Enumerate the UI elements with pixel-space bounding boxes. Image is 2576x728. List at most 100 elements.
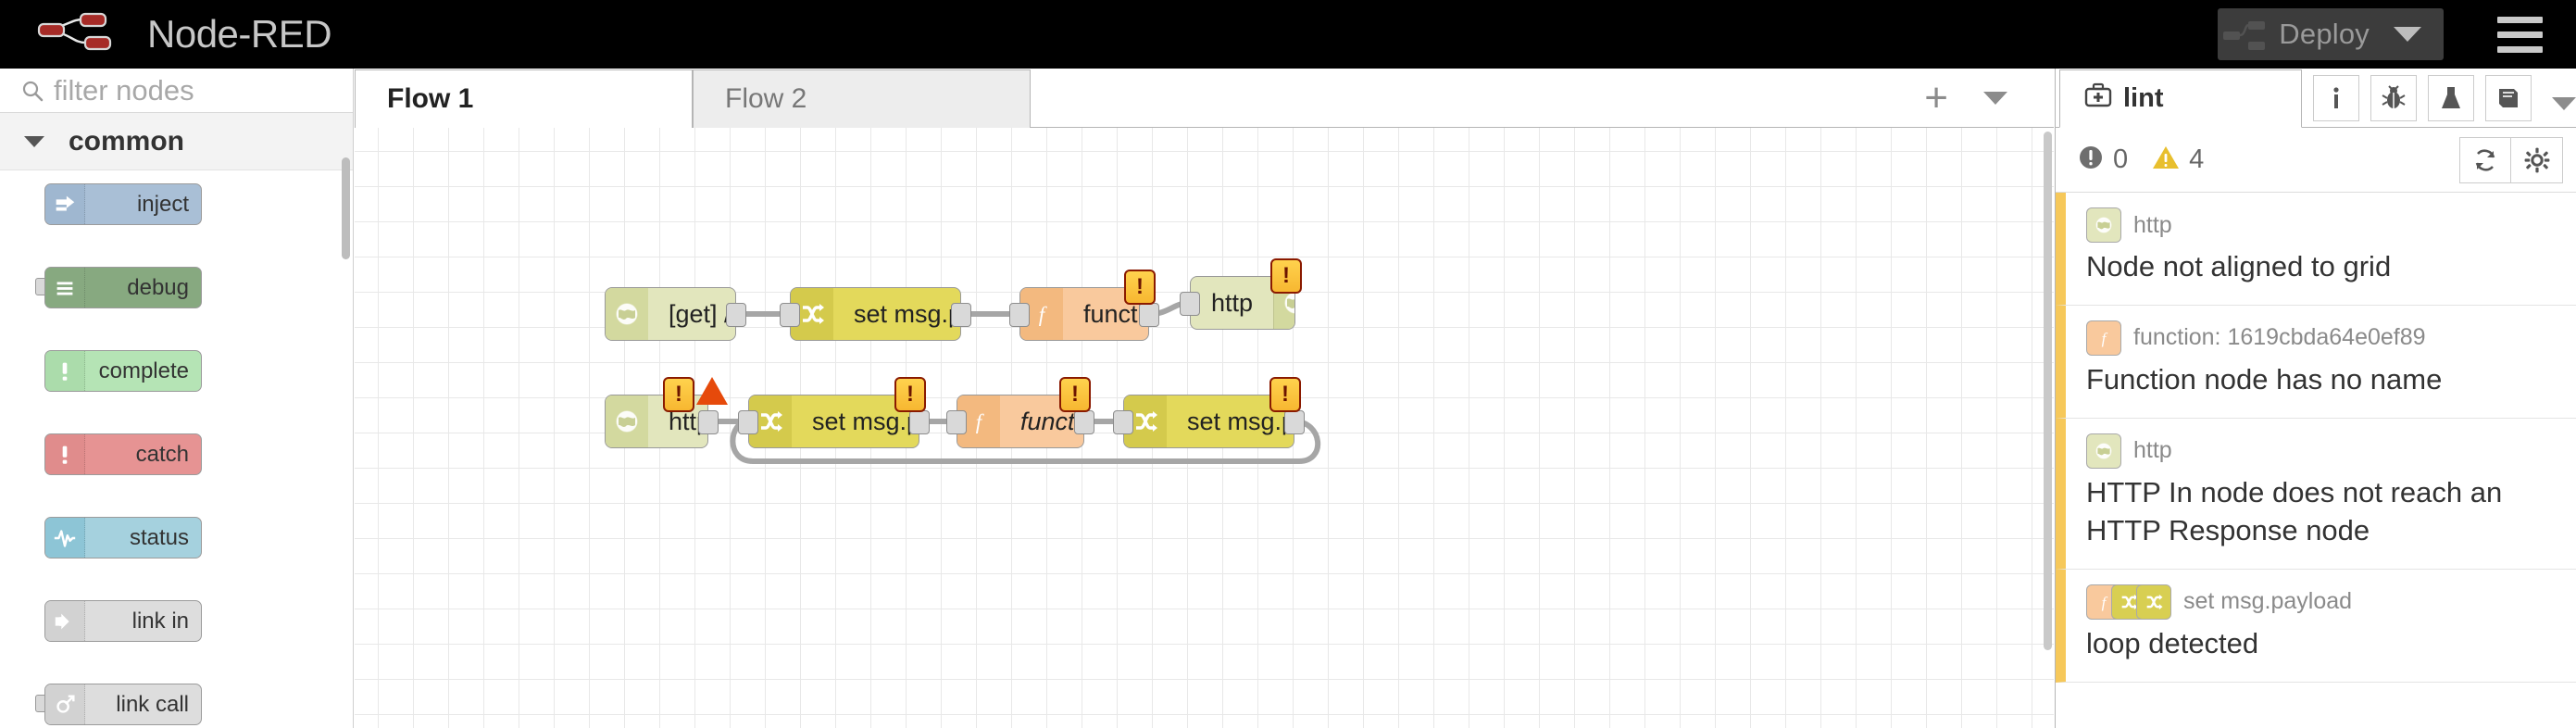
brand-title: Node-RED [147,12,332,56]
node-warning-badge[interactable]: ! [1270,258,1302,294]
lint-item-source: http [2133,437,2172,464]
hamburger-menu-icon[interactable] [2497,16,2543,53]
lint-item-icons [2086,433,2121,469]
node-input-port[interactable] [1009,303,1030,327]
flow-node-http-out-1[interactable]: http! [1180,258,1302,330]
lint-toolbar: 0 4 [2056,128,2576,193]
lint-item-header: http [2086,433,2556,469]
svg-text:f: f [2102,593,2108,610]
lint-item-header: http [2086,207,2556,243]
exclamation-icon [45,434,85,474]
flow-node-change-2[interactable]: set msg.payload! [738,377,930,448]
node-warning-badge[interactable]: ! [1124,270,1156,305]
palette-node[interactable]: debug [44,267,202,308]
palette-node[interactable]: inject [44,183,202,225]
flow-node-label: [get] /data [669,299,735,328]
palette-node[interactable]: status [44,517,202,559]
node-warning-badge[interactable]: ! [1269,377,1301,412]
node-output-port[interactable] [1139,303,1159,327]
flow-node-change-3[interactable]: set msg.payload! [1113,377,1305,448]
search-icon [20,79,44,103]
palette-node-list: inject debug complete catch status link in lin… [0,170,353,725]
node-input-port[interactable] [1113,410,1133,434]
tab-flow-2[interactable]: Flow 2 [693,69,1031,128]
palette-node-catch[interactable]: catch [0,433,353,475]
chevron-down-icon[interactable] [2394,27,2421,42]
node-input-port[interactable] [780,303,800,327]
palette-node-link-call[interactable]: link call [0,684,353,725]
canvas-scrollbar-vertical[interactable] [2044,132,2052,650]
node-error-triangle-icon[interactable] [696,377,728,405]
tab-lint[interactable]: lint [2059,69,2302,128]
flow-node-http-in-2[interactable]: http! [605,377,728,448]
search-input[interactable] [54,73,331,107]
palette-category-common[interactable]: common [0,113,353,170]
palette-node-link-in[interactable]: link in [0,600,353,642]
lint-item-source: http [2133,211,2172,238]
palette-node[interactable]: link call [44,684,202,725]
node-output-port[interactable] [1074,410,1094,434]
palette-node-status[interactable]: status [0,517,353,559]
lint-item-message: HTTP In node does not reach an HTTP Resp… [2086,475,2503,546]
change-icon [749,395,792,447]
palette-node[interactable]: catch [44,433,202,475]
palette-search[interactable] [0,69,353,113]
node-input-port[interactable] [1180,292,1200,316]
node-output-port[interactable] [698,410,719,434]
palette-node-label: status [129,524,189,550]
book-icon[interactable] [2485,75,2532,121]
node-output-port[interactable] [951,303,971,327]
globe-icon [606,288,648,340]
chevron-down-icon[interactable] [1983,91,2007,105]
info-icon[interactable] [2313,75,2359,121]
flow-node-change-1[interactable]: set msg.payload [780,287,971,341]
tab-label: Flow 2 [725,83,807,114]
plus-icon[interactable]: + [1924,74,1948,120]
node-output-port[interactable] [909,410,930,434]
flask-icon[interactable] [2428,75,2474,121]
tab-flow-1[interactable]: Flow 1 [355,69,693,128]
node-output-port[interactable] [726,303,746,327]
flow-node-http-in-1[interactable]: [get] /data [605,287,746,341]
palette-scrollbar[interactable] [342,157,350,259]
svg-text:f: f [2102,330,2108,347]
palette-node[interactable]: complete [44,350,202,392]
exclamation-icon [45,351,85,391]
globe-icon [2086,433,2121,469]
refresh-icon[interactable] [2459,136,2511,183]
lint-item-icons: f [2086,320,2121,356]
gear-icon[interactable] [2511,136,2563,183]
lint-item-icons: f [2086,584,2171,620]
tab-lint-label: lint [2123,83,2164,113]
node-output-port[interactable] [1284,410,1305,434]
change-icon [2136,584,2171,620]
node-warning-badge[interactable]: ! [663,377,694,412]
lint-item-source: function: 1619cbda64e0ef89 [2133,324,2426,351]
deploy-button[interactable]: Deploy [2218,8,2444,60]
node-input-port[interactable] [738,410,758,434]
node-red-logo-icon [33,11,131,57]
node-input-port[interactable] [946,410,967,434]
node-warning-badge[interactable]: ! [894,377,926,412]
palette-node-complete[interactable]: complete [0,350,353,392]
chevron-down-icon [24,135,44,147]
palette-node-label: inject [136,191,189,217]
node-warning-badge[interactable]: ! [1059,377,1091,412]
palette-node[interactable]: link in [44,600,202,642]
lint-item-message: loop detected [2086,626,2259,659]
pulse-icon [45,518,85,558]
chevron-down-icon[interactable] [2552,97,2576,110]
bug-icon[interactable] [2370,75,2417,121]
palette-node-debug[interactable]: debug [0,267,353,308]
flow-tabbar: Flow 1 Flow 2 + [355,69,2054,128]
palette-node-inject[interactable]: inject [0,183,353,225]
